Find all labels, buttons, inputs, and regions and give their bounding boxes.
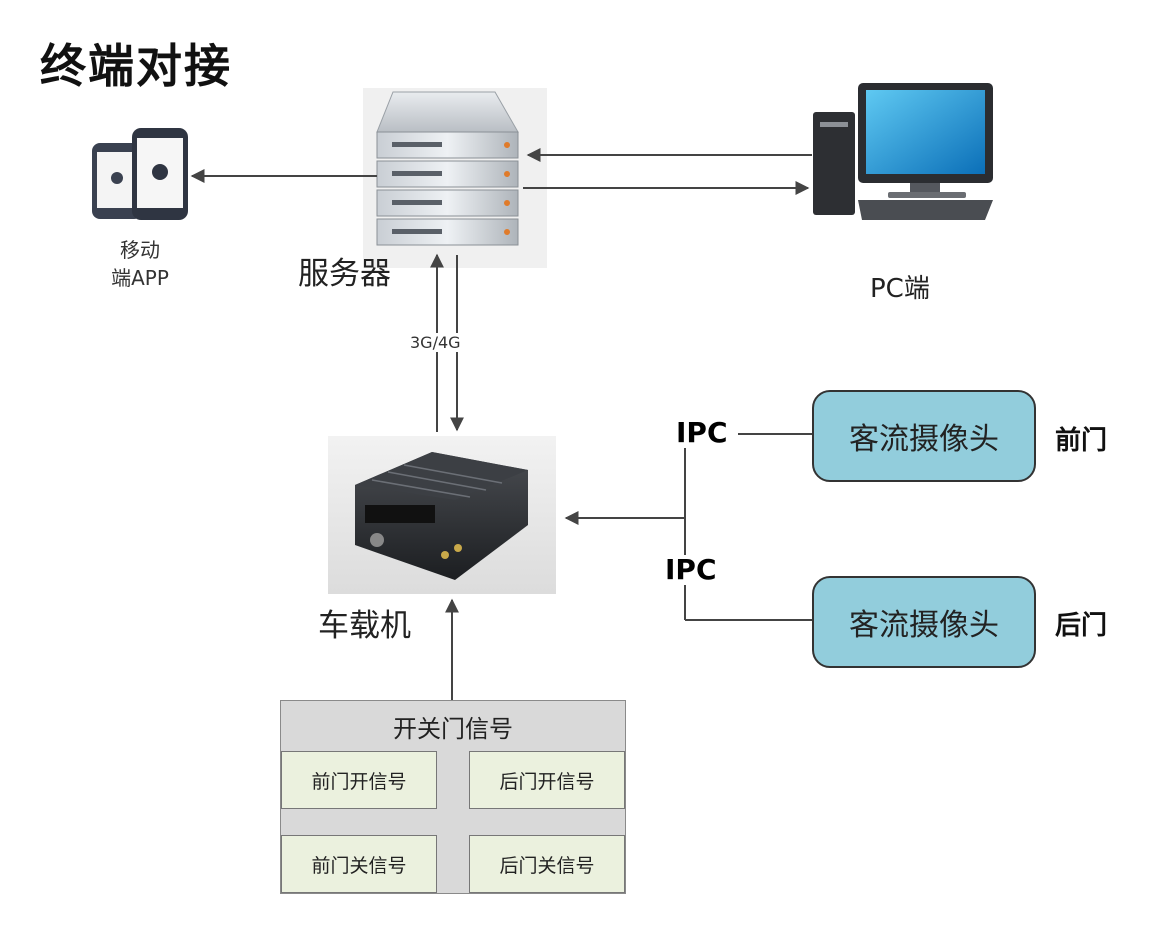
door-signal-panel: 开关门信号 前门开信号 后门开信号 前门关信号 后门关信号 xyxy=(280,700,626,894)
signal-front-close: 前门关信号 xyxy=(281,835,437,893)
signal-rear-open-label: 后门开信号 xyxy=(499,770,595,793)
mobile-app-label: 移动 端APP xyxy=(100,236,180,292)
page-title: 终端对接 xyxy=(40,39,232,93)
camera-box-rear: 客流摄像头 xyxy=(812,576,1036,668)
door-signal-title: 开关门信号 xyxy=(393,715,513,743)
mobile-phone-icon xyxy=(92,128,188,220)
server-label: 服务器 xyxy=(298,256,391,292)
ipc-label-rear: IPC xyxy=(665,553,717,586)
desktop-computer-icon xyxy=(813,83,993,220)
signal-front-close-label: 前门关信号 xyxy=(311,854,407,877)
door-label-front: 前门 xyxy=(1055,426,1108,456)
network-label: 3G/4G xyxy=(408,333,463,352)
pc-label: PC端 xyxy=(870,274,930,304)
mobile-label-line1: 移动 xyxy=(120,238,160,262)
mobile-label-line2: 端APP xyxy=(111,266,169,290)
signal-rear-close-label: 后门关信号 xyxy=(499,854,595,877)
door-label-rear: 后门 xyxy=(1055,611,1108,641)
ipc-label-front: IPC xyxy=(676,416,728,449)
camera-name-rear: 客流摄像头 xyxy=(849,608,999,643)
camera-box-front: 客流摄像头 xyxy=(812,390,1036,482)
camera-name-front: 客流摄像头 xyxy=(849,422,999,457)
signal-rear-open: 后门开信号 xyxy=(469,751,625,809)
signal-rear-close: 后门关信号 xyxy=(469,835,625,893)
vehicle-terminal-icon xyxy=(328,436,556,594)
server-icon xyxy=(363,88,547,268)
signal-front-open-label: 前门开信号 xyxy=(311,770,407,793)
signal-front-open: 前门开信号 xyxy=(281,751,437,809)
vehicle-terminal-label: 车载机 xyxy=(318,608,411,644)
